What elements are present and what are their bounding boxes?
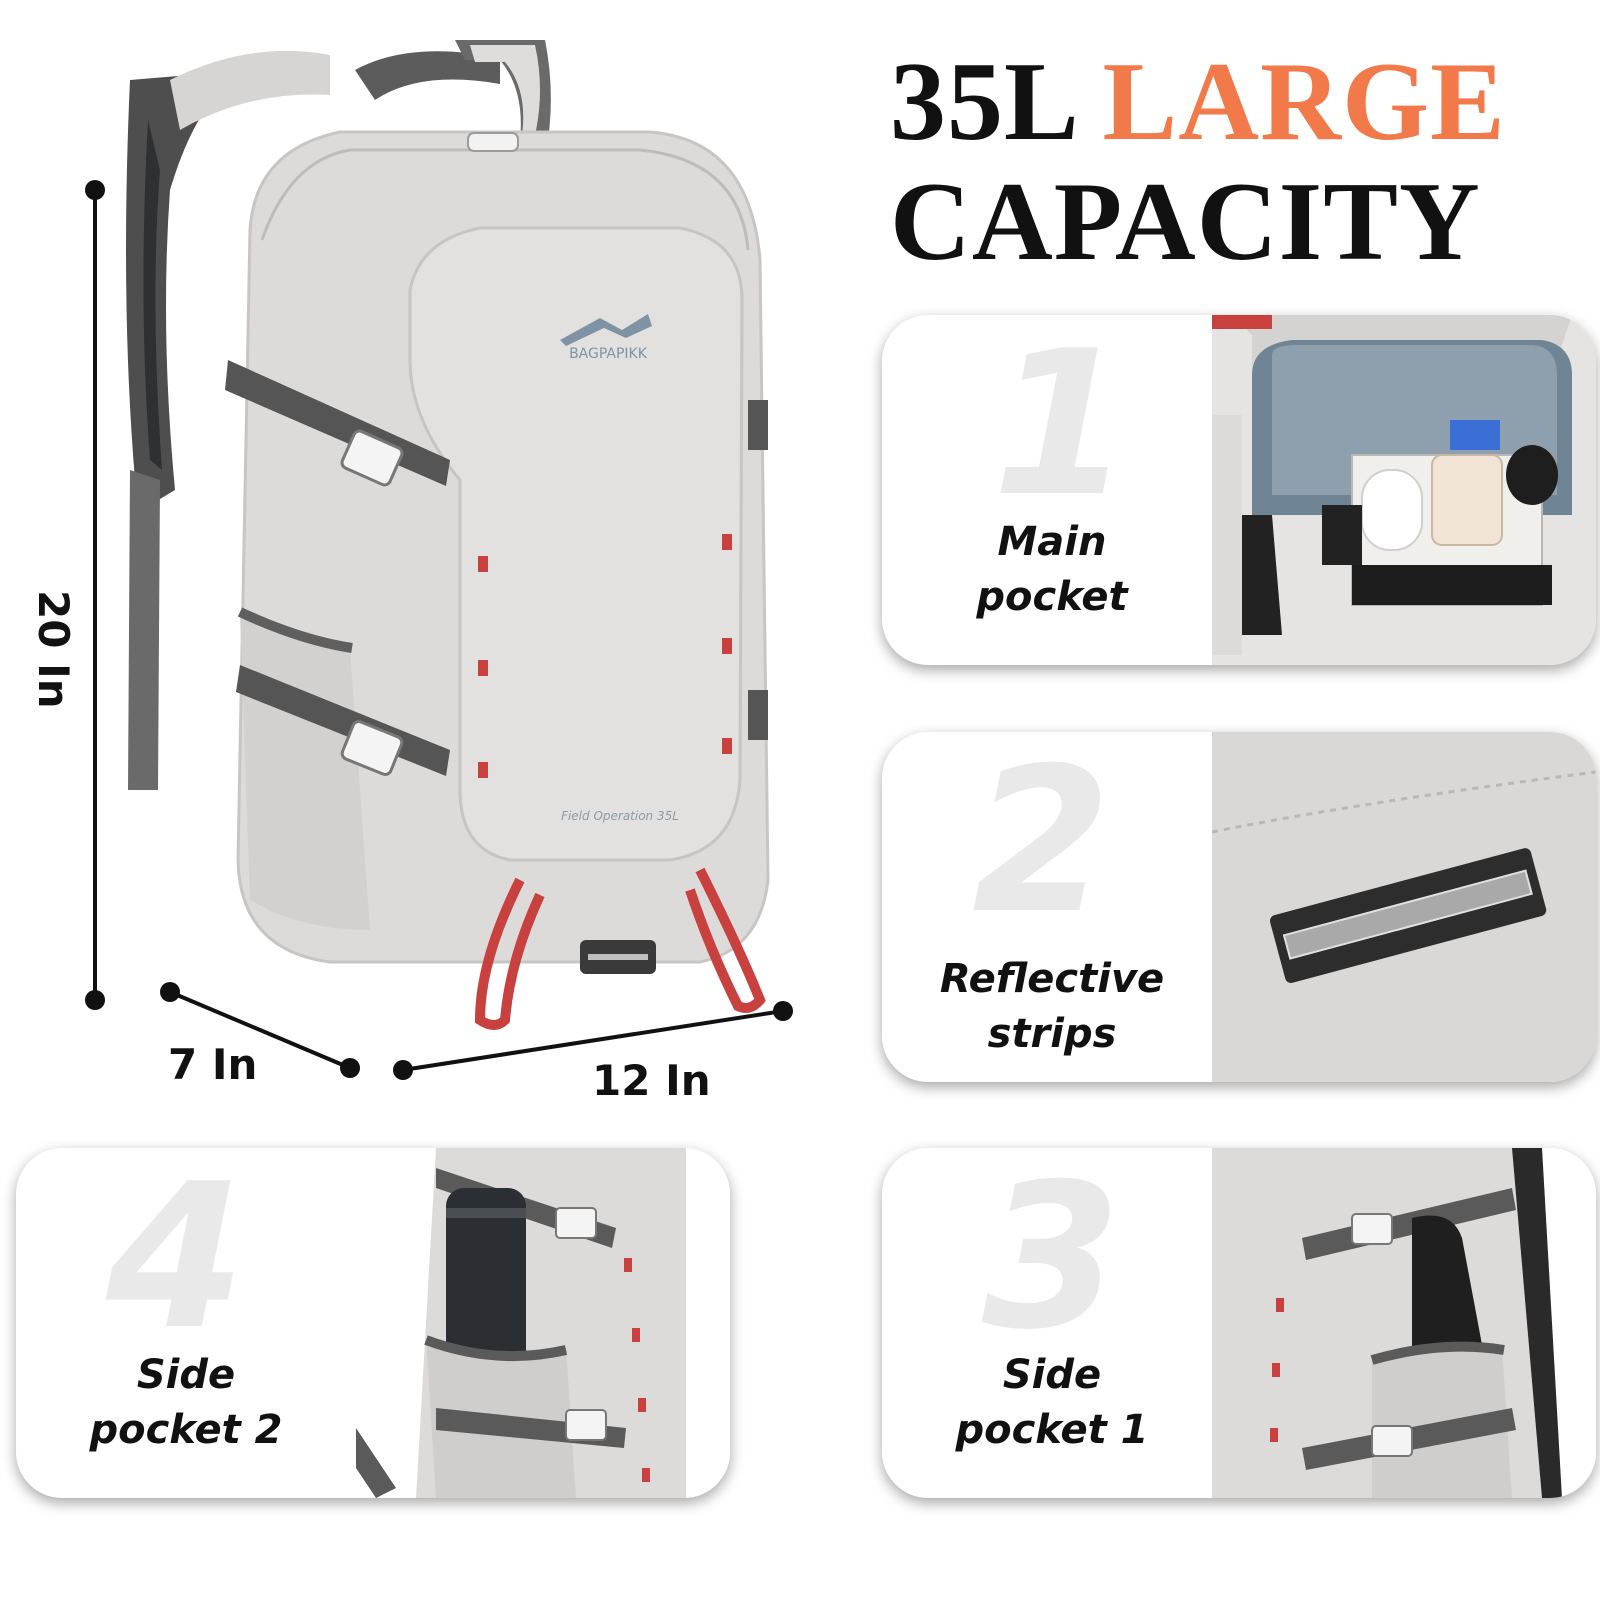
red-tabs xyxy=(478,534,732,778)
feature-label: Reflective strips xyxy=(939,956,1165,1057)
feature-label: Main pocket xyxy=(976,519,1128,620)
brand-logo-icon xyxy=(560,314,652,346)
main-pocket-photo xyxy=(1212,315,1596,665)
model-text: Field Operation 35L xyxy=(561,809,679,823)
feature-card-side-pocket-1: 3 Side pocket 1 xyxy=(882,1148,1596,1498)
feature-number: 1 xyxy=(992,315,1132,541)
dimension-height: 20 In xyxy=(29,590,78,709)
dimension-lines xyxy=(85,180,793,1080)
headline-accent: LARGE xyxy=(1102,40,1506,164)
dimension-width: 12 In xyxy=(592,1056,711,1105)
brand-name: BAGPAPIKK xyxy=(569,346,648,362)
backpack-illustration: BAGPAPIKK Field Operation 35L xyxy=(85,40,793,1080)
side-pocket-2-photo xyxy=(356,1148,730,1498)
side-pocket-1-photo xyxy=(1212,1148,1596,1498)
bottom-loops xyxy=(474,867,766,1030)
headline-prefix: 35L xyxy=(890,40,1074,164)
feature-label: Side pocket 1 xyxy=(955,1352,1149,1453)
feature-number: 3 xyxy=(982,1148,1122,1374)
feature-card-side-pocket-2: 4 Side pocket 2 xyxy=(16,1148,730,1498)
side-mesh-pocket xyxy=(240,615,370,930)
reflective-strips-photo xyxy=(1212,732,1596,1082)
feature-card-main-pocket: 1 Main pocket xyxy=(882,315,1596,665)
top-handle xyxy=(355,51,500,100)
dimension-depth: 7 In xyxy=(168,1040,258,1089)
feature-number: 2 xyxy=(972,732,1112,958)
feature-card-reflective-strips: 2 Reflective strips xyxy=(882,732,1596,1082)
headline-line2: CAPACITY xyxy=(890,160,1481,284)
front-panel xyxy=(408,226,744,862)
headline: 35L LARGE CAPACITY xyxy=(890,42,1590,282)
compression-straps xyxy=(225,360,768,776)
feature-label: Side pocket 2 xyxy=(89,1352,283,1453)
feature-number: 4 xyxy=(106,1148,246,1374)
